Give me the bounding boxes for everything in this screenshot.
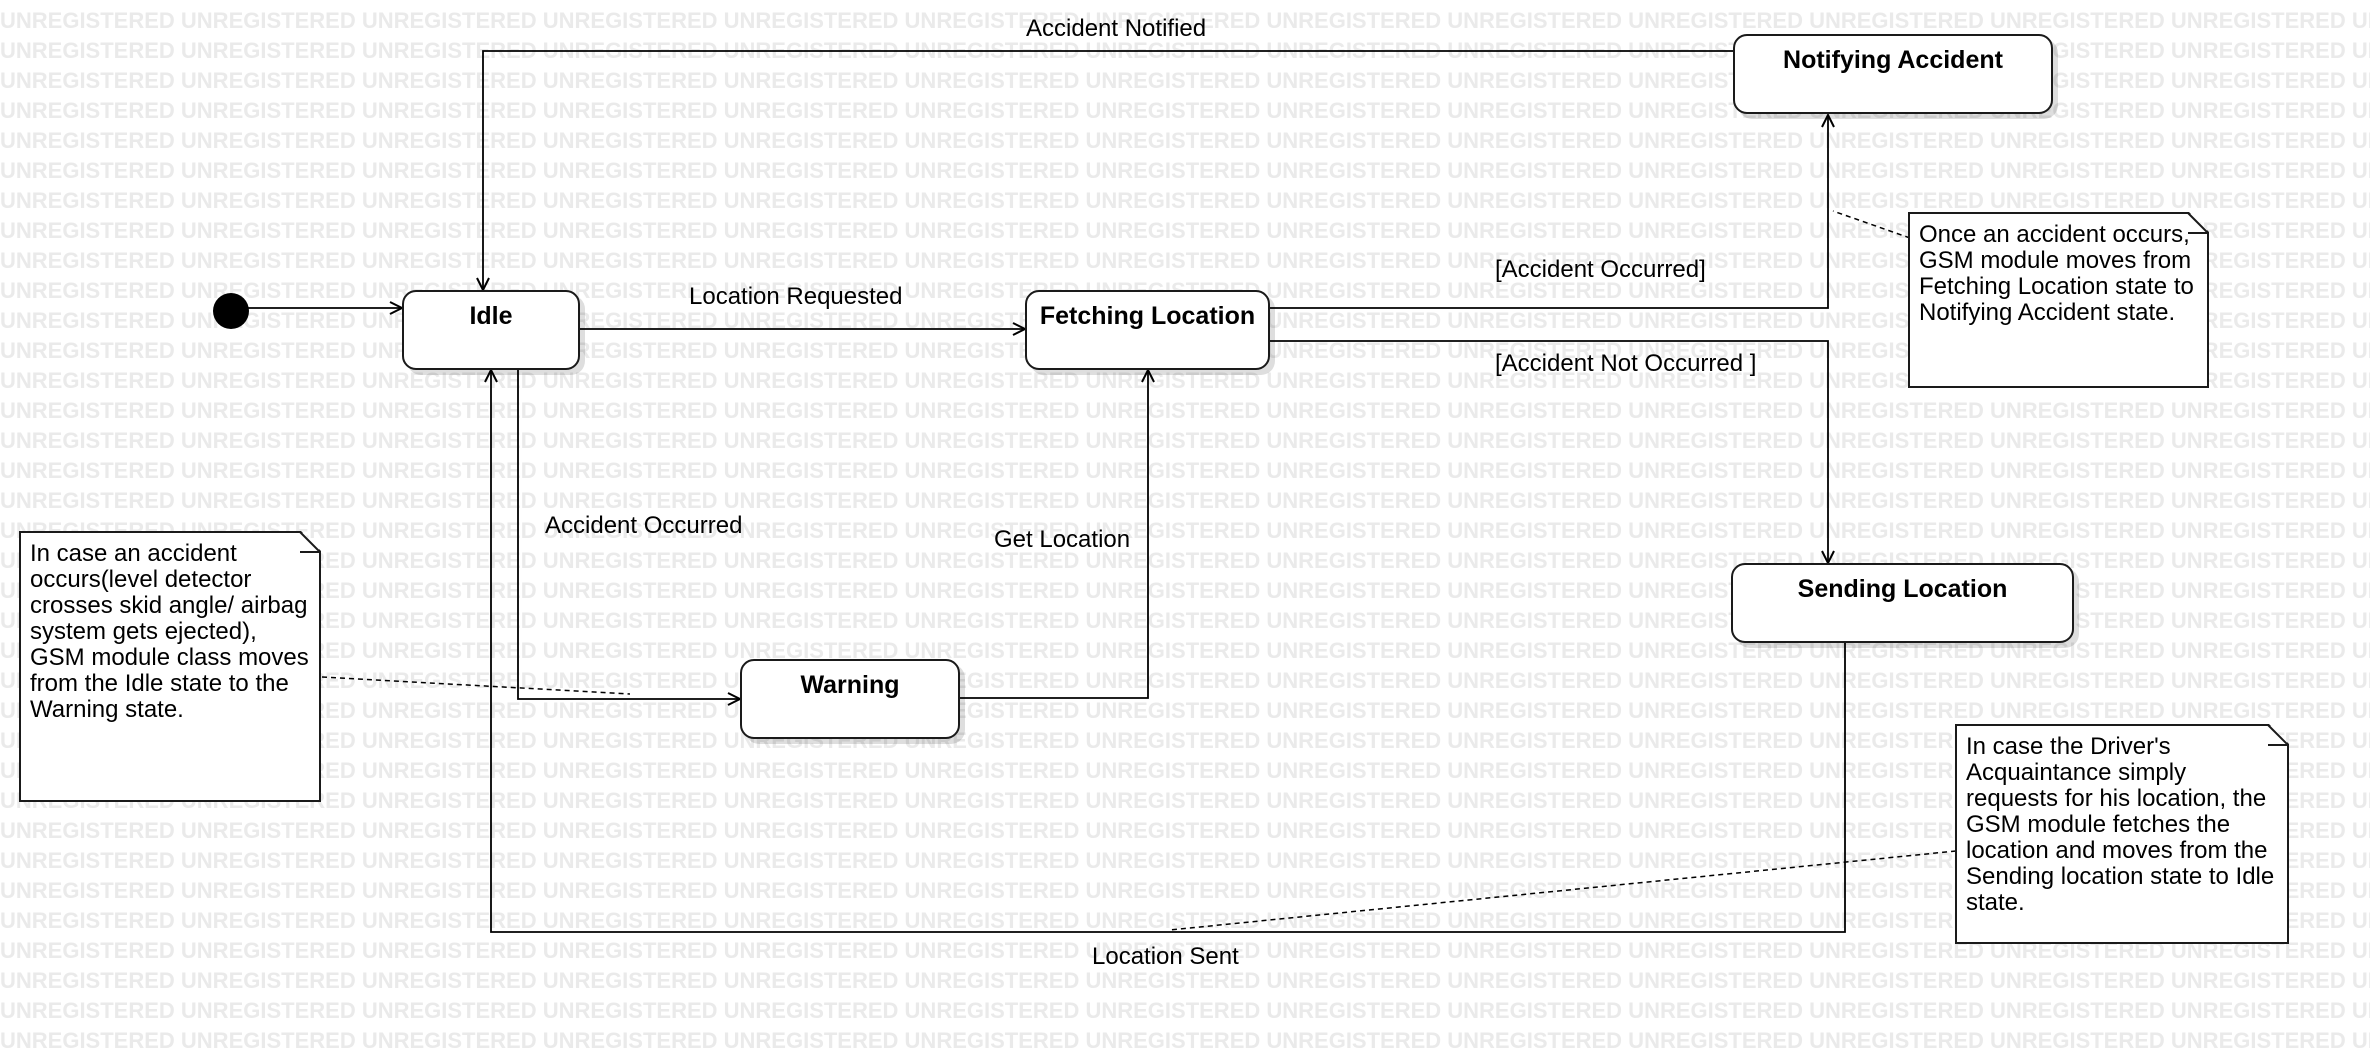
- note-anchor-notifying: [1832, 210, 1911, 239]
- state-fetching-location[interactable]: Fetching Location: [1025, 290, 1270, 370]
- watermark-row: UNREGISTERED UNREGISTERED UNREGISTERED U…: [0, 998, 2370, 1023]
- note-fold-icon: [2187, 212, 2209, 234]
- state-sending-location[interactable]: Sending Location: [1731, 563, 2074, 643]
- label-accident-occurred-guard: [Accident Occurred]: [1495, 256, 1706, 283]
- label-accident-notified: Accident Notified: [1026, 15, 1207, 42]
- watermark-row: UNREGISTERED UNREGISTERED UNREGISTERED U…: [0, 1028, 2370, 1052]
- label-accident-occurred: Accident Occurred: [545, 512, 743, 539]
- state-notifying-accident[interactable]: Notifying Accident: [1733, 34, 2053, 114]
- watermark-row: UNREGISTERED UNREGISTERED UNREGISTERED U…: [0, 968, 2370, 993]
- label-location-sent: Location Sent: [1092, 943, 1239, 970]
- state-idle[interactable]: Idle: [402, 290, 580, 370]
- watermark-row: UNREGISTERED UNREGISTERED UNREGISTERED U…: [0, 8, 2370, 33]
- note-sending-location: In case the Driver's Acquaintance simply…: [1955, 724, 2289, 944]
- initial-state: [213, 293, 249, 329]
- watermark-row: UNREGISTERED UNREGISTERED UNREGISTERED U…: [0, 698, 2370, 723]
- label-location-requested: Location Requested: [689, 283, 903, 310]
- label-get-location: Get Location: [994, 526, 1131, 553]
- label-accident-not-occurred-guard: [Accident Not Occurred ]: [1495, 350, 1757, 377]
- note-anchor-sending: [1169, 850, 1957, 931]
- note-fold-icon: [299, 531, 321, 553]
- note-fold-icon: [2267, 724, 2289, 746]
- transition-accident-occurred-guard: [1270, 115, 1828, 309]
- note-anchor-warning: [321, 676, 631, 695]
- watermark-row: UNREGISTERED UNREGISTERED UNREGISTERED U…: [0, 428, 2370, 453]
- transition-accident-occurred: [517, 370, 740, 699]
- note-warning: In case an accident occurs(level detecto…: [19, 531, 321, 802]
- watermark-row: UNREGISTERED UNREGISTERED UNREGISTERED U…: [0, 128, 2370, 153]
- state-warning[interactable]: Warning: [740, 659, 960, 739]
- watermark-row: UNREGISTERED UNREGISTERED UNREGISTERED U…: [0, 518, 2370, 543]
- transition-accident-notified: [483, 50, 1733, 290]
- note-notifying-accident: Once an accident occurs, GSM module move…: [1908, 212, 2209, 388]
- watermark-row: UNREGISTERED UNREGISTERED UNREGISTERED U…: [0, 458, 2370, 483]
- watermark-row: UNREGISTERED UNREGISTERED UNREGISTERED U…: [0, 158, 2370, 183]
- transition-accident-not-occurred-guard: [1270, 340, 1828, 563]
- watermark-row: UNREGISTERED UNREGISTERED UNREGISTERED U…: [0, 488, 2370, 513]
- transition-get-location: [960, 370, 1148, 699]
- transition-location-sent: [491, 370, 1846, 933]
- watermark-row: UNREGISTERED UNREGISTERED UNREGISTERED U…: [0, 398, 2370, 423]
- watermark-row: UNREGISTERED UNREGISTERED UNREGISTERED U…: [0, 188, 2370, 213]
